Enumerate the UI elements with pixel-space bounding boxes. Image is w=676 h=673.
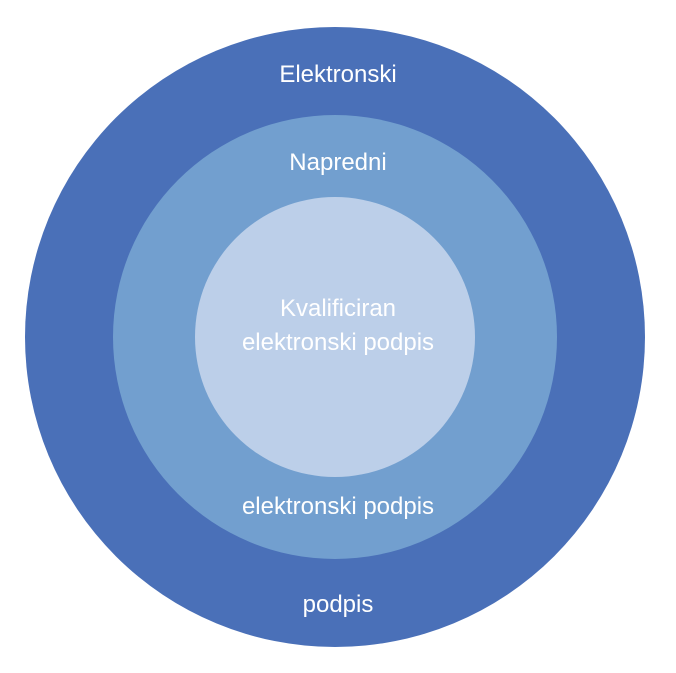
- outer-ring-bottom-label: podpis: [302, 591, 374, 618]
- outer-ring-top-label: Elektronski: [279, 61, 397, 88]
- middle-ring-bottom-label: elektronski podpis: [241, 493, 435, 520]
- inner-circle-label: Kvalificiran elektronski podpis: [0, 292, 676, 360]
- inner-circle-qualified-signature: [195, 197, 475, 477]
- inner-circle-label-line1: Kvalificiran: [279, 295, 397, 322]
- middle-ring-top-label: Napredni: [289, 149, 387, 176]
- inner-circle-label-line2: elektronski podpis: [241, 329, 435, 356]
